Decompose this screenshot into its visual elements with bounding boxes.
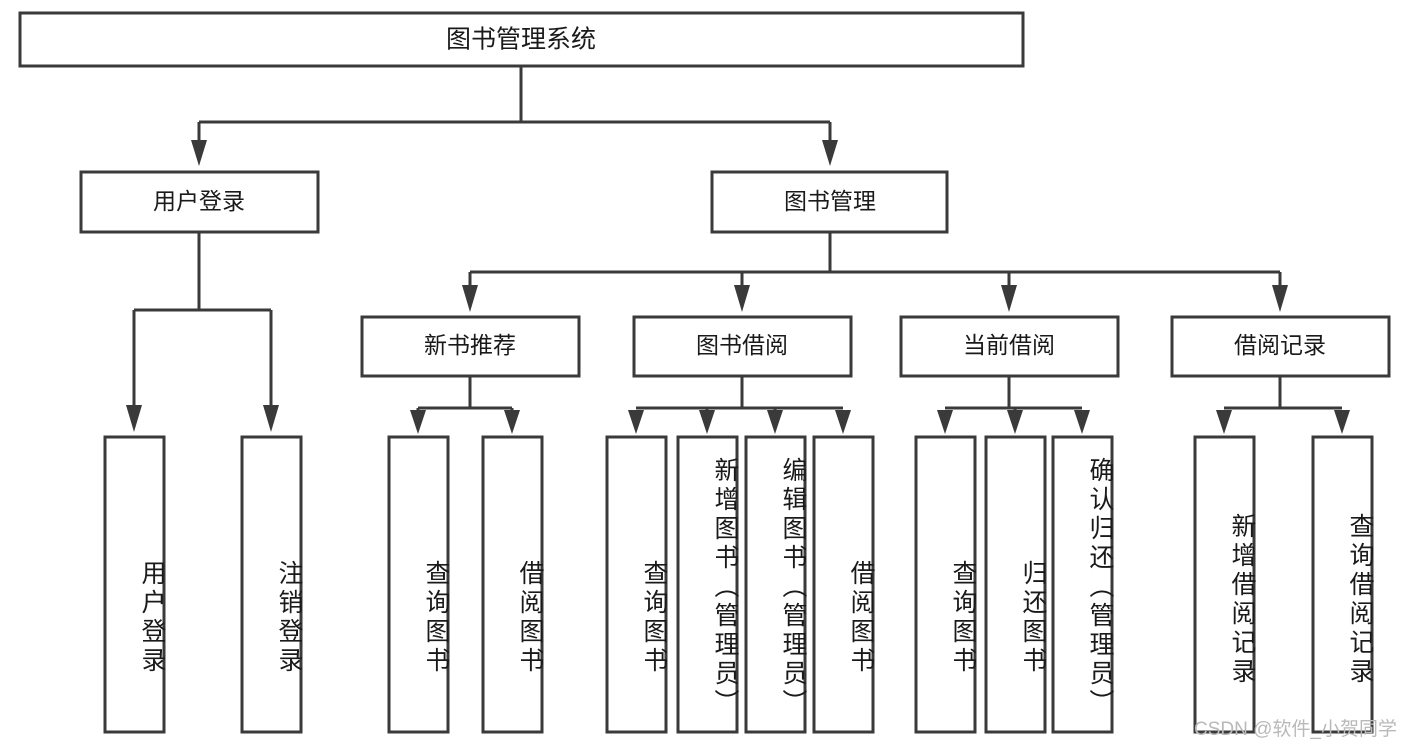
node-book-borrow-label: 图书借阅 [696, 332, 788, 358]
leaf-box-query-book-3[interactable] [914, 435, 977, 734]
node-user-login[interactable]: 用户登录 [79, 170, 320, 234]
arrow-head-book-manage [822, 140, 838, 166]
node-current-borrow[interactable]: 当前借阅 [899, 315, 1120, 378]
node-current-borrow-label: 当前借阅 [963, 332, 1055, 358]
connector-group [126, 66, 1350, 434]
node-root[interactable]: 图书管理系统 [18, 11, 1025, 68]
leaf-box-query-book-2[interactable] [605, 435, 668, 734]
node-current-borrow-box[interactable] [899, 315, 1120, 378]
leaf-box-borrow-book-2[interactable] [812, 435, 875, 734]
node-borrow-record-label: 借阅记录 [1234, 332, 1326, 358]
arrow-head-user-login [191, 140, 207, 166]
leaf-box-borrow-book-1[interactable] [481, 435, 544, 734]
leaf-box-confirm-return[interactable] [1051, 435, 1114, 734]
leaf-box-query-borrow-record[interactable] [1311, 435, 1374, 734]
arrow-head-leaf-6 [699, 410, 715, 434]
node-new-book-recommend-label: 新书推荐 [424, 332, 516, 358]
leaf-box-add-book[interactable] [676, 435, 739, 734]
node-new-book-recommend-box[interactable] [360, 315, 581, 378]
node-book-management-label: 图书管理 [784, 188, 876, 214]
arrow-head-leaf-9 [937, 410, 953, 434]
arrow-head-leaf-7 [767, 410, 783, 434]
leaf-box-edit-book[interactable] [744, 435, 807, 734]
node-user-login-box[interactable] [79, 170, 320, 234]
leaf-node-group [103, 435, 1374, 734]
arrow-head-leaf-5 [628, 410, 644, 434]
arrow-head-leaf-3 [410, 410, 426, 434]
arrow-head-l3-1 [462, 285, 478, 312]
arrow-head-l3-4 [1272, 285, 1288, 312]
arrow-head-leaf-1 [126, 405, 142, 432]
leaf-box-add-borrow-record[interactable] [1193, 435, 1256, 734]
node-user-login-label: 用户登录 [153, 188, 245, 214]
node-book-borrow[interactable]: 图书借阅 [632, 315, 853, 378]
leaf-box-return-book[interactable] [984, 435, 1047, 734]
node-book-management[interactable]: 图书管理 [710, 170, 949, 234]
node-root-box[interactable] [18, 11, 1025, 68]
node-book-management-box[interactable] [710, 170, 949, 234]
node-borrow-record[interactable]: 借阅记录 [1170, 315, 1391, 378]
arrow-head-leaf-11 [1074, 410, 1090, 434]
arrow-head-l3-2 [734, 285, 750, 312]
arrow-head-leaf-10 [1007, 410, 1023, 434]
leaf-box-logout[interactable] [240, 435, 303, 734]
node-book-borrow-box[interactable] [632, 315, 853, 378]
arrow-head-leaf-8 [835, 410, 851, 434]
node-new-book-recommend[interactable]: 新书推荐 [360, 315, 581, 378]
leaf-box-query-book-1[interactable] [387, 435, 450, 734]
arrow-head-leaf-4 [504, 410, 520, 434]
node-root-label: 图书管理系统 [446, 26, 596, 54]
arrow-head-leaf-13 [1334, 410, 1350, 434]
node-borrow-record-box[interactable] [1170, 315, 1391, 378]
arrow-head-leaf-2 [263, 405, 279, 432]
arrow-head-leaf-12 [1216, 410, 1232, 434]
arrow-head-l3-3 [1001, 285, 1017, 312]
watermark-text: CSDN @软件_小贺同学 [1194, 719, 1397, 740]
leaf-box-user-login[interactable] [103, 435, 166, 734]
